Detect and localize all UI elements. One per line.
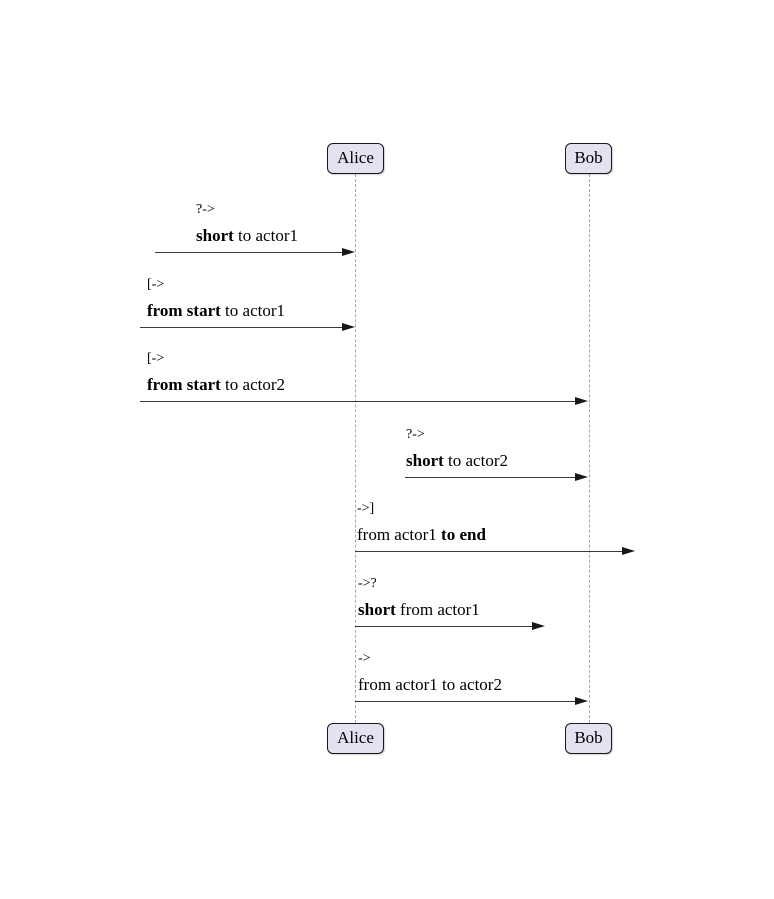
- message-label: from start to actor1: [147, 301, 285, 320]
- message-label: short from actor1: [358, 600, 480, 619]
- message-label: from start to actor2: [147, 375, 285, 394]
- actor-box-alice-top: Alice: [327, 143, 384, 174]
- arrowhead-icon: [342, 323, 355, 331]
- message-operator: ->]: [357, 501, 375, 516]
- message-arrow-line: [155, 252, 352, 254]
- message-arrow-line: [355, 626, 542, 628]
- message-label-bold: from start: [147, 375, 226, 394]
- message-arrow-line: [405, 477, 585, 479]
- message-label: from actor1 to actor2: [358, 675, 502, 694]
- arrowhead-icon: [575, 697, 588, 705]
- message-label: short to actor2: [406, 451, 508, 470]
- lifeline-alice: [355, 174, 356, 723]
- message-label-bold: short: [358, 600, 401, 619]
- actor-box-alice-bottom: Alice: [327, 723, 384, 754]
- message-label-text: to actor1: [238, 226, 298, 245]
- message-operator: [->: [147, 277, 165, 292]
- message-label-text: to actor2: [448, 451, 508, 470]
- actor-box-bob-bottom: Bob: [565, 723, 612, 754]
- arrowhead-icon: [575, 473, 588, 481]
- message-label: from actor1 to end: [357, 525, 486, 544]
- message-label-text: to actor1: [225, 301, 285, 320]
- message-arrow-line: [355, 551, 632, 553]
- message-operator: ->?: [358, 576, 377, 591]
- arrowhead-icon: [532, 622, 545, 630]
- arrowhead-icon: [342, 248, 355, 256]
- message-operator: ?->: [406, 427, 425, 442]
- message-label-bold: short: [196, 226, 239, 245]
- message-label-text: from actor1: [357, 525, 442, 544]
- message-label-bold: to end: [441, 525, 486, 544]
- message-label: short to actor1: [196, 226, 298, 245]
- message-operator: ?->: [196, 202, 215, 217]
- message-operator: [->: [147, 351, 165, 366]
- arrowhead-icon: [575, 397, 588, 405]
- message-arrow-line: [140, 327, 352, 329]
- message-operator: ->: [358, 651, 371, 666]
- arrowhead-icon: [622, 547, 635, 555]
- message-arrow-line: [355, 701, 585, 703]
- message-label-text: to actor2: [225, 375, 285, 394]
- message-label-bold: short: [406, 451, 449, 470]
- lifeline-bob: [589, 174, 590, 723]
- message-label-text: from actor1 to actor2: [358, 675, 502, 694]
- actor-box-bob-top: Bob: [565, 143, 612, 174]
- message-arrow-line: [140, 401, 585, 403]
- message-label-text: from actor1: [400, 600, 480, 619]
- message-label-bold: from start: [147, 301, 226, 320]
